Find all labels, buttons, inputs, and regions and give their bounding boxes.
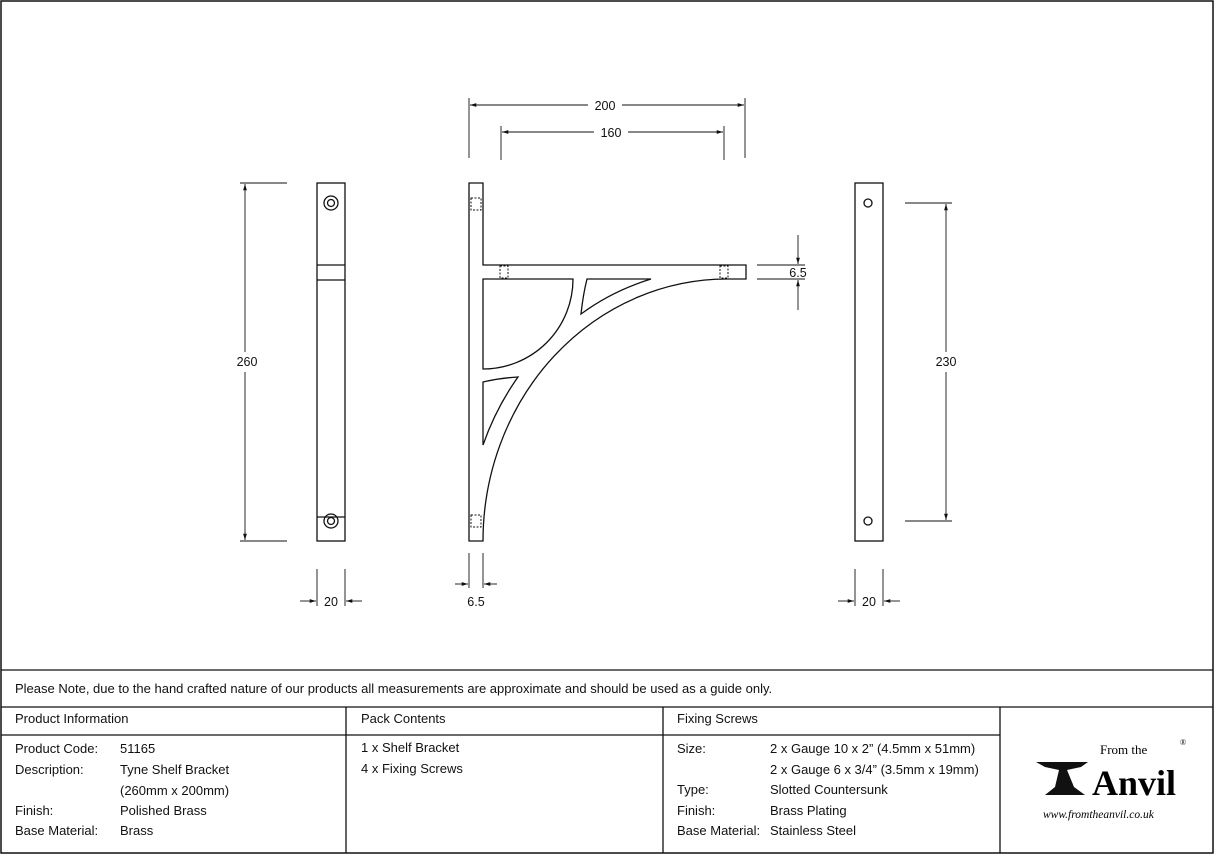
- dim-height-label: 260: [237, 355, 258, 369]
- pack-item: 4 x Fixing Screws: [361, 761, 463, 776]
- logo-anvil: Anvil: [1092, 763, 1176, 803]
- screw-icon: [470, 514, 482, 528]
- screw-hole-icon: [863, 516, 873, 526]
- finish-value: Polished Brass: [120, 803, 207, 818]
- screw-icon: [470, 197, 482, 211]
- bracket-front-view: [468, 182, 747, 542]
- dim-depth-label: 200: [595, 99, 616, 113]
- screw-hole-icon: [323, 513, 339, 529]
- product-info-heading: Product Information: [15, 711, 129, 726]
- description-value: Tyne Shelf Bracket: [120, 762, 230, 777]
- fixing-screws-heading: Fixing Screws: [677, 711, 758, 726]
- product-info-label: Description:: [15, 762, 84, 777]
- dim-hole-spacing-label: 230: [936, 355, 957, 369]
- screw-label: Finish:: [677, 803, 716, 818]
- base-material-value: Brass: [120, 823, 154, 838]
- product-code-value: 51165: [120, 741, 156, 756]
- dim-side-width-label: 20: [324, 595, 338, 609]
- logo-registered-mark: ®: [1180, 738, 1186, 747]
- screw-label: Base Material:: [677, 823, 761, 838]
- screw-size-value: 2 x Gauge 10 x 2” (4.5mm x 51mm): [770, 741, 976, 756]
- screw-type-value: Slotted Countersunk: [770, 782, 888, 797]
- screw-finish-value: Brass Plating: [770, 803, 847, 818]
- dim-plate-thickness-label: 6.5: [467, 595, 484, 609]
- screw-material-value: Stainless Steel: [770, 823, 856, 838]
- product-info-label: Base Material:: [15, 823, 99, 838]
- measurement-note: Please Note, due to the hand crafted nat…: [15, 681, 773, 696]
- logo-url: www.fromtheanvil.co.uk: [1043, 809, 1155, 821]
- screw-hole-icon: [323, 195, 339, 211]
- screw-marks: [470, 197, 729, 528]
- pack-item: 1 x Shelf Bracket: [361, 740, 460, 755]
- pack-contents-heading: Pack Contents: [361, 711, 446, 726]
- screw-icon: [719, 265, 729, 279]
- screw-label: Size:: [677, 741, 706, 756]
- product-info-label: Product Code:: [15, 741, 99, 756]
- back-view: [854, 182, 884, 542]
- anvil-icon: [1036, 762, 1088, 795]
- dim-back-width-label: 20: [862, 595, 876, 609]
- logo-from-the: From the: [1100, 742, 1148, 757]
- screw-size-value: 2 x Gauge 6 x 3/4” (3.5mm x 19mm): [770, 762, 979, 777]
- dim-screw-spacing-label: 160: [601, 126, 622, 140]
- dim-arm-thickness-label: 6.5: [789, 266, 806, 280]
- side-view: [316, 182, 346, 542]
- screw-label: Type:: [677, 782, 709, 797]
- product-info-label: Finish:: [15, 803, 54, 818]
- screw-icon: [499, 265, 509, 279]
- screw-hole-icon: [863, 198, 873, 208]
- from-the-anvil-logo: From the ® Anvil www.fromtheanvil.co.uk: [1036, 738, 1186, 821]
- description-size-value: (260mm x 200mm): [120, 783, 230, 798]
